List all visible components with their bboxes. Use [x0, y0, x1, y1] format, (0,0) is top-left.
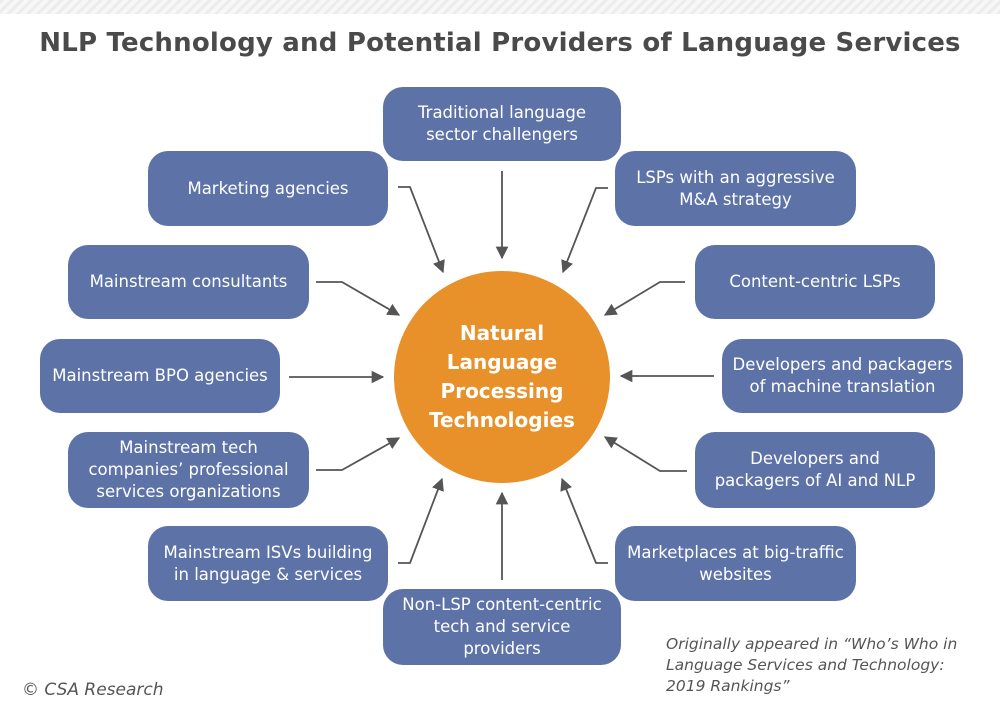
copyright: © CSA Research — [22, 680, 164, 700]
node-content-centric-lsps: Content-centric LSPs — [695, 245, 935, 319]
node-marketing-agencies: Marketing agencies — [148, 151, 388, 226]
diagram-title: NLP Technology and Potential Providers o… — [39, 28, 961, 58]
arrow-lsps-ma — [561, 187, 608, 274]
node-tech-professional-services: Mainstream tech companies’ professional … — [68, 432, 309, 508]
node-lsps-ma-strategy: LSPs with an aggressive M&A strategy — [615, 151, 856, 226]
arrow-marketing — [398, 186, 445, 274]
center-nlp-technologies: Natural Language Processing Technologies — [394, 271, 610, 483]
arrow-ai-nlp-devs — [603, 436, 687, 472]
arrow-isvs — [398, 477, 444, 564]
node-mainstream-bpo: Mainstream BPO agencies — [40, 339, 280, 413]
node-ai-nlp-developers: Developers and packagers of AI and NLP — [695, 432, 935, 508]
node-non-lsp-providers: Non-LSP content-centric tech and service… — [383, 589, 621, 665]
node-mainstream-isvs: Mainstream ISVs building in language & s… — [148, 526, 388, 601]
header-stripe — [0, 0, 1000, 14]
arrow-tech-services — [316, 437, 401, 471]
node-mt-developers: Developers and packagers of machine tran… — [722, 339, 963, 413]
node-marketplaces: Marketplaces at big-traffic websites — [615, 526, 856, 601]
source-note: Originally appeared in “Who’s Who in Lan… — [666, 635, 958, 695]
arrow-content-lsps — [603, 281, 685, 316]
node-mainstream-consultants: Mainstream consultants — [68, 245, 309, 319]
arrow-marketplaces — [560, 477, 608, 564]
node-traditional-challengers: Traditional language sector challengers — [383, 87, 621, 161]
arrow-consultants — [316, 281, 401, 316]
